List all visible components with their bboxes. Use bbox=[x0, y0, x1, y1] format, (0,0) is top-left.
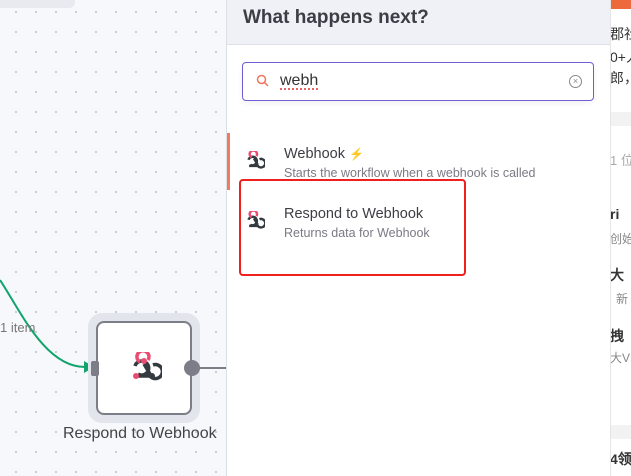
search-input[interactable] bbox=[280, 72, 560, 90]
canvas-toolbar-corner bbox=[0, 0, 75, 8]
background-page-strip: 郡社 0+人 郎， 1 位 ri 创始人 大 新 拽 大V、 4领 bbox=[610, 0, 631, 476]
webhook-icon bbox=[247, 211, 265, 229]
bg-text: 郡社 bbox=[610, 26, 631, 42]
background-top-bar bbox=[611, 0, 631, 9]
search-box[interactable]: × bbox=[242, 62, 594, 101]
clear-icon[interactable]: × bbox=[569, 75, 582, 88]
node-creator-panel: What happens next? × Webhook ⚡ Starts the… bbox=[226, 0, 610, 476]
webhook-icon bbox=[247, 151, 265, 169]
bolt-icon: ⚡ bbox=[349, 147, 364, 161]
bg-text: ri bbox=[610, 206, 620, 222]
item-description: Starts the workflow when a webhook is ca… bbox=[284, 166, 536, 180]
list-item-webhook[interactable]: Webhook ⚡ Starts the workflow when a webh… bbox=[227, 133, 611, 189]
bg-text: 新 bbox=[616, 292, 629, 306]
item-title: Respond to Webhook bbox=[284, 206, 424, 222]
search-icon bbox=[256, 74, 269, 87]
active-item-indicator bbox=[227, 133, 230, 190]
node-input-handle[interactable] bbox=[91, 361, 99, 376]
highlight-annotation-box bbox=[239, 179, 466, 276]
edge-item-count: 1 item bbox=[0, 320, 36, 335]
bg-text: 1 位 bbox=[610, 153, 631, 168]
list-item-respond-to-webhook[interactable]: Respond to Webhook Returns data for Webh… bbox=[227, 193, 611, 249]
bg-text: 大V、 bbox=[610, 351, 631, 365]
item-title: Webhook bbox=[284, 146, 345, 162]
item-description: Returns data for Webhook bbox=[284, 226, 430, 240]
bg-text: 拽 bbox=[610, 328, 624, 344]
bg-text: 大 bbox=[610, 267, 624, 283]
output-connector-line bbox=[199, 367, 226, 369]
node-label: Respond to Webhook bbox=[63, 425, 217, 442]
node-output-handle[interactable] bbox=[184, 360, 200, 376]
bg-text: 创始人 bbox=[610, 232, 631, 246]
workflow-canvas[interactable]: 1 item Respond to Webhook bbox=[0, 0, 226, 476]
webhook-icon bbox=[133, 352, 162, 381]
bg-text: 0+人 bbox=[610, 49, 631, 65]
bg-text: 郎， bbox=[610, 70, 631, 86]
respond-to-webhook-node[interactable] bbox=[96, 321, 192, 415]
panel-title: What happens next? bbox=[227, 0, 610, 45]
bg-text: 4领 bbox=[610, 451, 631, 467]
